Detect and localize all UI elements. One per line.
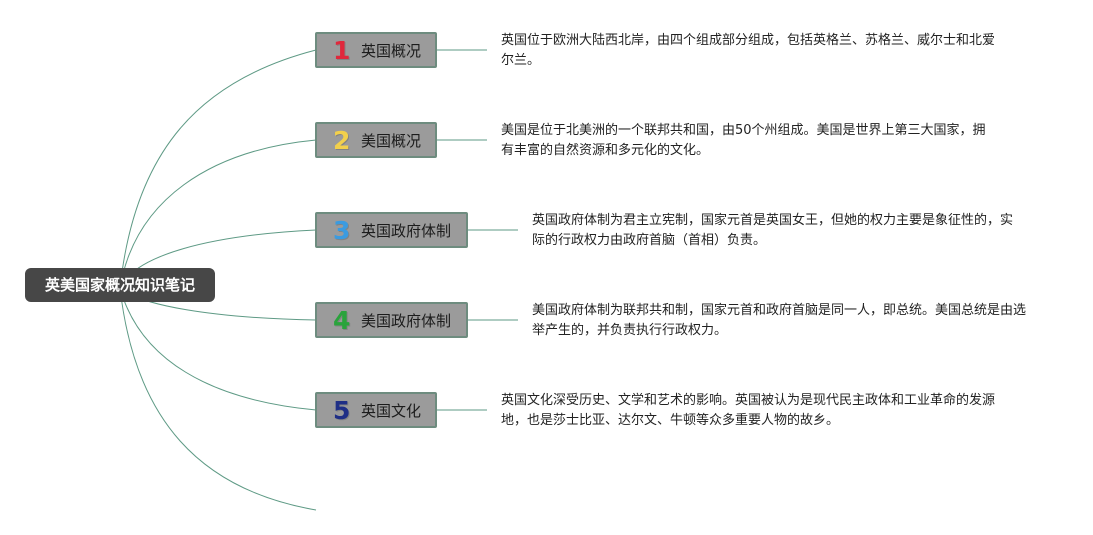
connector-6 [119,287,317,511]
root-topic[interactable]: 英美国家概况知识笔记 [25,268,215,302]
topic-5-label: 英国文化 [361,401,422,420]
topic-1[interactable]: 1 英国概况 [315,32,437,68]
number-5-icon: 5 [333,395,351,425]
connector-2 [119,139,317,289]
number-1-icon: 1 [333,35,351,65]
number-3-icon: 3 [333,215,351,245]
topic-2-label: 美国概况 [361,131,422,150]
topic-4[interactable]: 4 美国政府体制 [315,302,468,338]
note-1: 英国位于欧洲大陆西北岸，由四个组成部分组成，包括英格兰、苏格兰、威尔士和北爱尔兰… [501,33,996,68]
topic-4-label: 美国政府体制 [361,311,452,330]
connector-5 [119,287,317,411]
note-4: 美国政府体制为联邦共和制，国家元首和政府首脑是同一人，即总统。美国总统是由选举产… [532,303,1027,338]
note-2: 美国是位于北美洲的一个联邦共和国，由50个州组成。美国是世界上第三大国家，拥有丰… [501,123,986,158]
topic-3[interactable]: 3 英国政府体制 [315,212,468,248]
topic-2[interactable]: 2 美国概况 [315,122,437,158]
topic-1-label: 英国概况 [361,41,422,60]
number-4-icon: 4 [333,305,351,335]
number-2-icon: 2 [333,125,351,155]
note-5: 英国文化深受历史、文学和艺术的影响。英国被认为是现代民主政体和工业革命的发源地，… [501,393,996,428]
note-3: 英国政府体制为君主立宪制，国家元首是英国女王，但她的权力主要是象征性的，实际的行… [532,213,1014,248]
topic-5[interactable]: 5 英国文化 [315,392,437,428]
connector-1 [119,49,317,289]
topic-3-label: 英国政府体制 [361,221,452,240]
